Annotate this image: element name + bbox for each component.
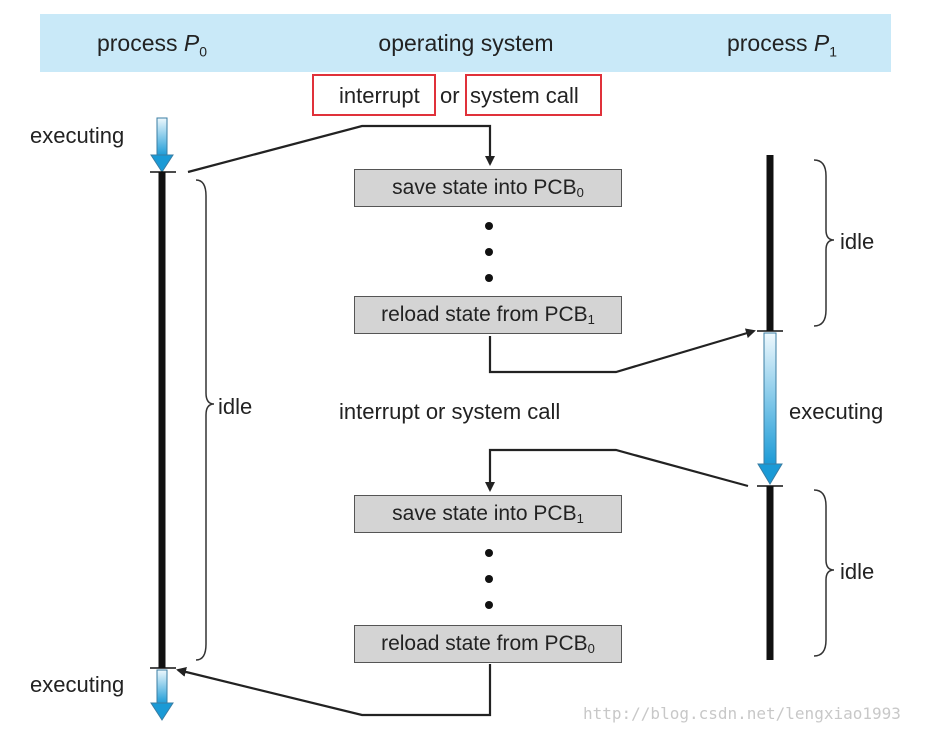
p1-idle-brace-top <box>813 159 835 327</box>
p0-idle-label: idle <box>218 394 253 419</box>
header-p0-var: P <box>183 30 200 56</box>
p0-executing-label-top: executing <box>30 123 125 148</box>
header-band <box>40 14 891 72</box>
p0-executing-arrow-top <box>150 117 174 173</box>
top-trigger-or: or <box>440 83 460 108</box>
box-save-pcb1-text: save state into PCB <box>392 502 577 525</box>
box-save-pcb1-sub: 1 <box>576 510 584 526</box>
header-operating-system: operating system <box>378 30 554 56</box>
header-process-p1: process P1 <box>727 30 837 60</box>
top-trigger-interrupt: interrupt <box>339 83 420 108</box>
box-reload-pcb0-text: reload state from PCB <box>381 632 588 655</box>
p1-idle-brace-bottom <box>813 489 835 657</box>
p0-executing-arrow-bottom <box>150 669 174 721</box>
header-p1-label: process <box>726 30 814 56</box>
ellipsis-dot <box>485 601 493 609</box>
header-process-p0: process P0 <box>97 30 207 60</box>
ellipsis-dot <box>485 274 493 282</box>
header-p0-sub: 0 <box>199 43 208 60</box>
box-reload-pcb1-sub: 1 <box>587 311 595 327</box>
box-save-pcb0-text: save state into PCB <box>392 176 577 199</box>
header-p1-sub: 1 <box>829 43 838 60</box>
p1-executing-arrow <box>757 332 783 485</box>
box-reload-pcb1-text: reload state from PCB <box>381 303 588 326</box>
ellipsis-dot <box>485 222 493 230</box>
arrow-p1-to-save-pcb1 <box>485 448 749 492</box>
ellipsis-dot <box>485 248 493 256</box>
p1-idle-label-top: idle <box>840 229 875 254</box>
highlight-system-call <box>465 74 602 116</box>
top-trigger-system-call: system call <box>470 83 579 108</box>
box-reload-pcb0-sub: 0 <box>587 640 595 656</box>
watermark-url: http://blog.csdn.net/lengxiao1993 <box>583 704 901 723</box>
p0-executing-label-bottom: executing <box>30 672 125 697</box>
header-p1-var: P <box>813 30 830 56</box>
ellipsis-dot <box>485 549 493 557</box>
arrow-p0-to-save-pcb0 <box>187 124 495 174</box>
p1-idle-label-bottom: idle <box>840 559 875 584</box>
p0-idle-brace <box>195 179 215 661</box>
header-p0-label: process <box>96 30 184 56</box>
ellipsis-dot <box>485 575 493 583</box>
arrow-reload-pcb1-to-p1 <box>488 328 756 374</box>
p1-executing-label: executing <box>789 399 884 424</box>
middle-trigger-label: interrupt or system call <box>339 399 561 424</box>
box-save-pcb0-sub: 0 <box>576 184 584 200</box>
highlight-interrupt <box>312 74 436 116</box>
arrow-reload-pcb0-to-p0 <box>176 664 492 717</box>
